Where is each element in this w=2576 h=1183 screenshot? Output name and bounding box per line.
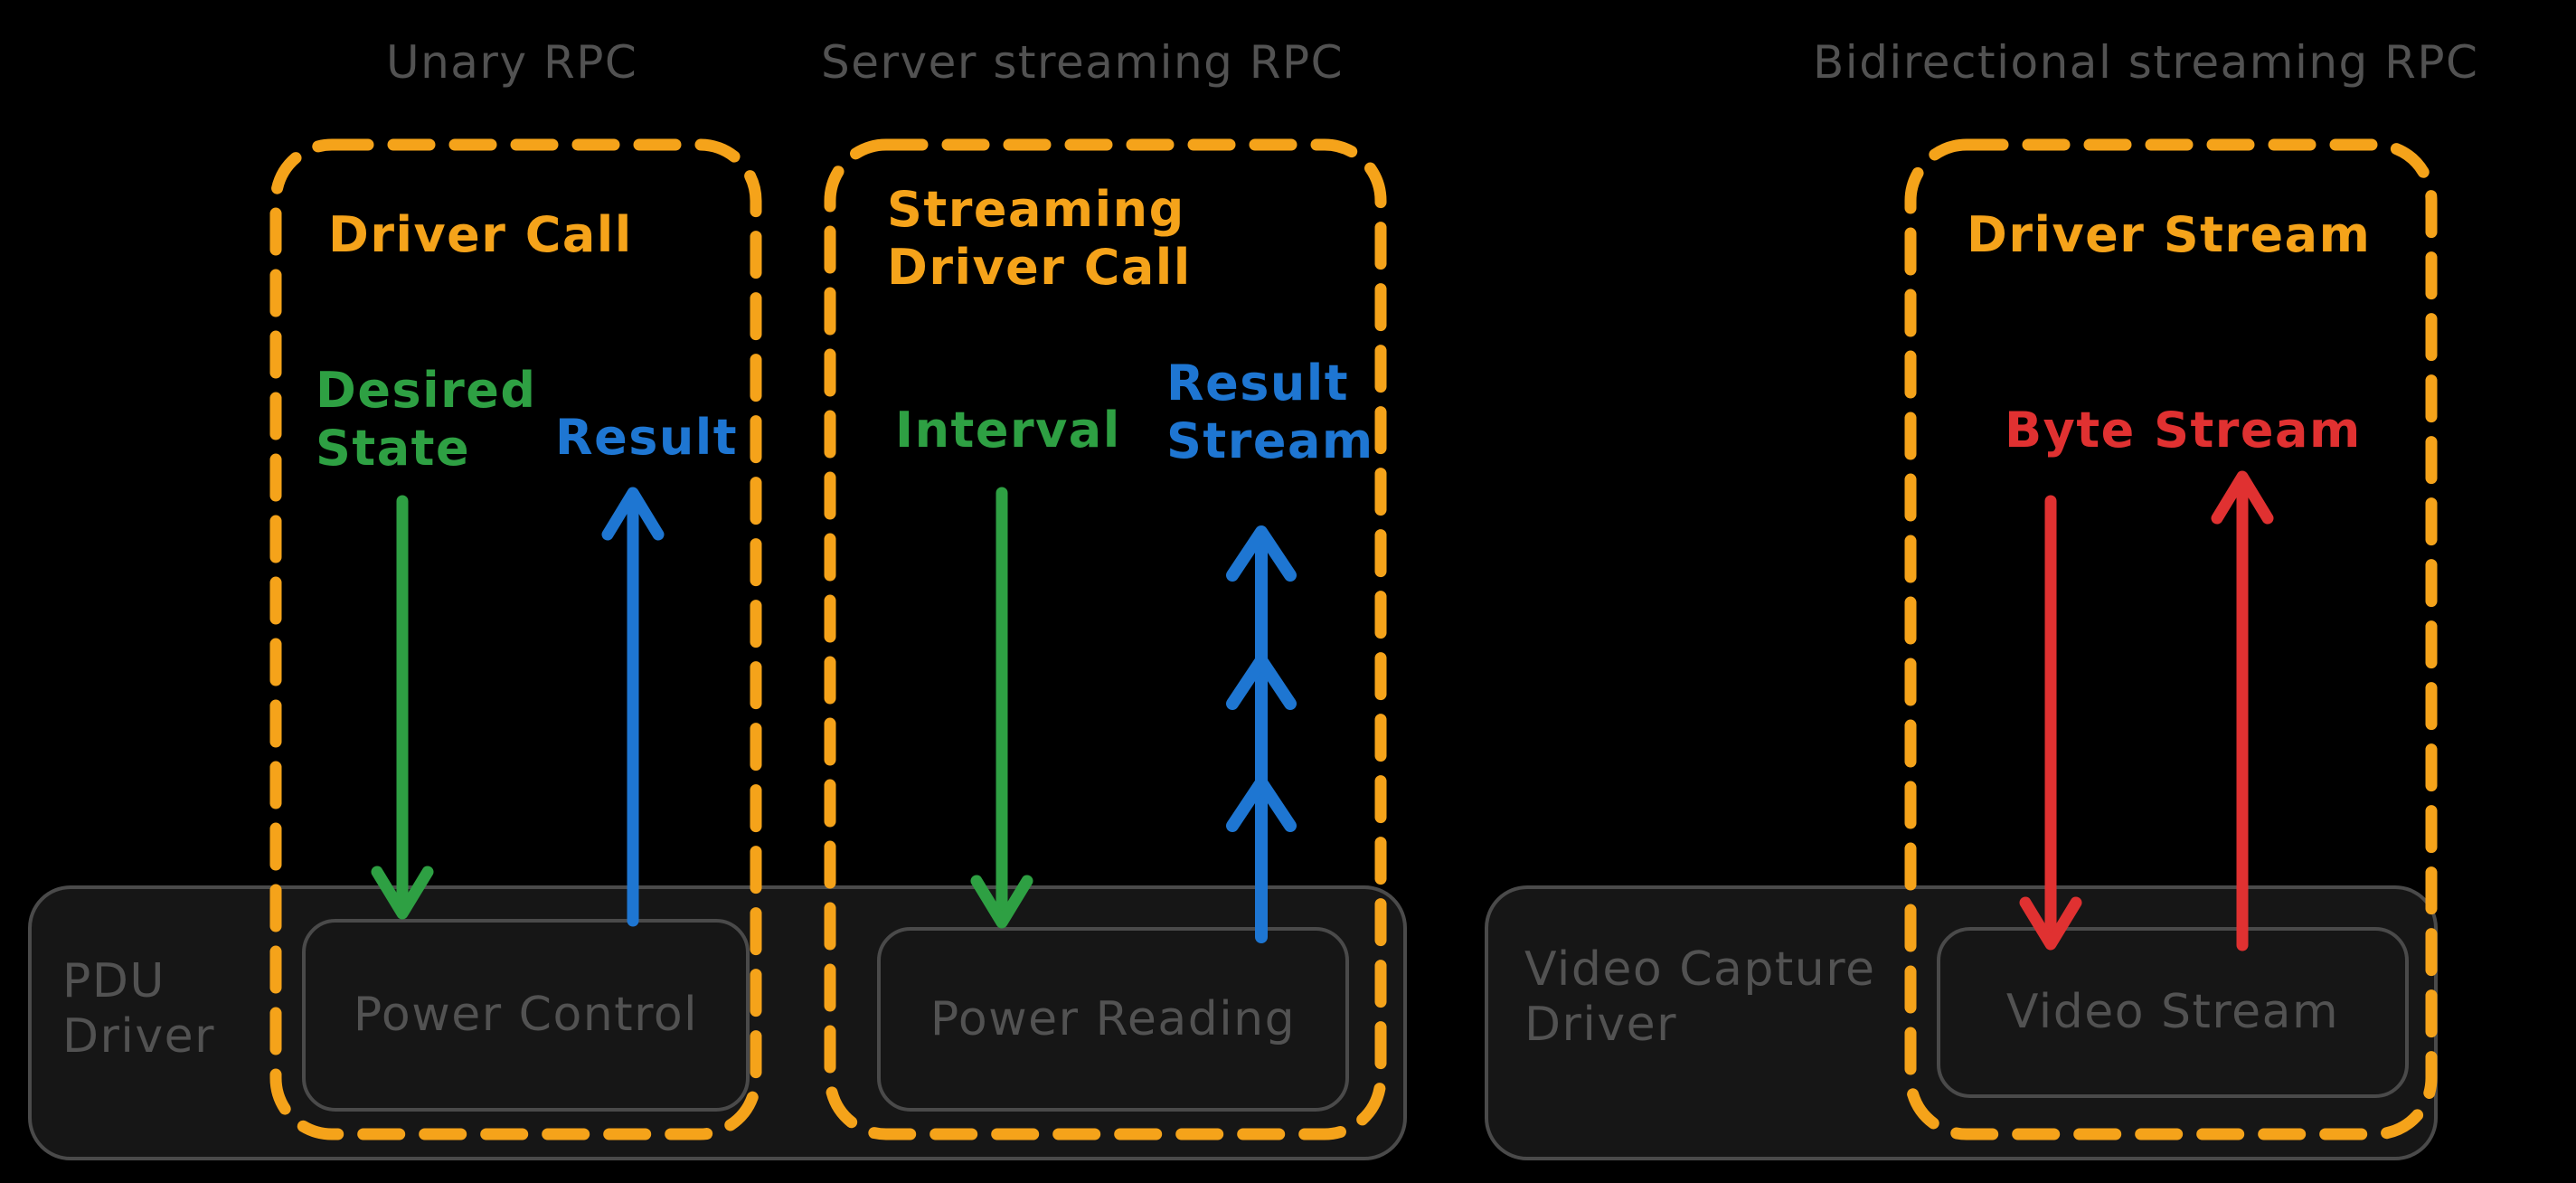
arrow-result-stream-up — [1226, 525, 1297, 943]
video-capture-driver-label: Video Capture Driver — [1524, 942, 1876, 1053]
power-control-label: Power Control — [353, 988, 699, 1042]
server-streaming-rpc-frame — [824, 138, 1387, 1140]
arrow-interval-down — [970, 487, 1033, 929]
interval-label: Interval — [895, 402, 1121, 459]
driver-call-label: Driver Call — [328, 206, 633, 263]
driver-stream-label: Driver Stream — [1967, 206, 2372, 263]
arrow-byte-stream-up — [2211, 470, 2274, 951]
unary-rpc-title: Unary RPC — [386, 36, 638, 89]
bidirectional-rpc-frame — [1904, 138, 2438, 1140]
power-control-box — [302, 919, 750, 1112]
unary-rpc-frame — [269, 138, 762, 1140]
byte-stream-label: Byte Stream — [2005, 402, 2362, 459]
arrow-desired-state-down — [371, 495, 434, 920]
video-stream-label: Video Stream — [2005, 985, 2340, 1039]
streaming-driver-call-label: Streaming Driver Call — [887, 181, 1192, 296]
video-stream-box — [1937, 927, 2409, 1098]
server-streaming-rpc-title: Server streaming RPC — [821, 36, 1345, 89]
power-reading-box — [877, 927, 1349, 1112]
arrow-byte-stream-down — [2019, 495, 2082, 951]
pdu-driver-label: PDU Driver — [62, 954, 216, 1065]
desired-state-label: Desired State — [316, 362, 537, 477]
result-stream-label: Result Stream — [1166, 355, 1374, 469]
result-label: Result — [555, 409, 739, 466]
power-reading-label: Power Reading — [929, 992, 1297, 1046]
arrow-result-up — [601, 487, 665, 927]
bidirectional-rpc-title: Bidirectional streaming RPC — [1813, 36, 2479, 89]
